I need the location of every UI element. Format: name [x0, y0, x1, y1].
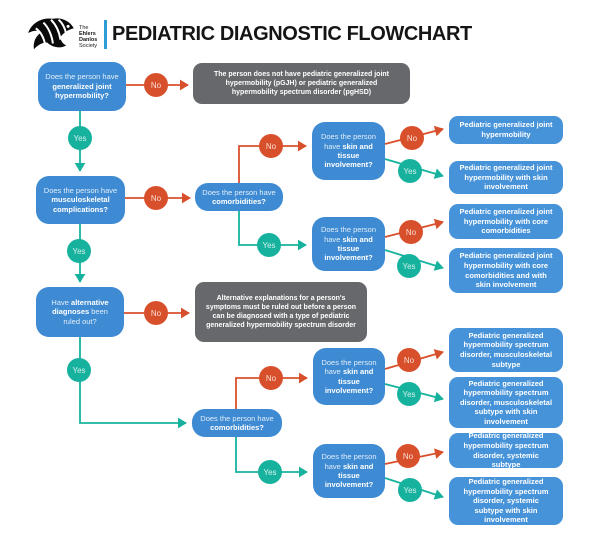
yes-label: Yes [72, 365, 86, 375]
yes-label: Yes [262, 240, 276, 250]
question-text-bold: alternative diagnoses [52, 297, 109, 317]
wire-com1-yes [238, 211, 307, 251]
outcome-pghsd-musculoskeletal-skin: Pediatric generalized hypermobility spec… [449, 377, 563, 428]
question-text-bold: skin and tissue involvement? [324, 461, 374, 490]
question-text: Does the person have [321, 357, 377, 377]
society-line: Danlos [79, 37, 98, 43]
yes-badge-q2: Yes [67, 239, 91, 263]
wire-com2-yes [235, 437, 308, 478]
question-text: Does the person have [45, 72, 119, 82]
wire-q3-yes [79, 337, 187, 429]
question-skin-tissue-2b: Does the person have skin and tissue inv… [313, 444, 385, 498]
question-text: Does the person have [320, 132, 377, 151]
outcome-pgjh: Pediatric generalized joint hypermobilit… [449, 116, 563, 144]
question-text: Does the person have [202, 187, 276, 197]
no-badge-com2: No [259, 366, 283, 390]
no-badge-q1: No [144, 73, 168, 97]
yes-label: Yes [402, 261, 416, 271]
no-badge-q3: No [144, 301, 168, 325]
yes-label: Yes [72, 246, 86, 256]
outcome-text: Pediatric generalized joint hypermobilit… [459, 251, 553, 290]
no-badge-skin1b: No [399, 220, 423, 244]
no-badge-skin2a: No [397, 348, 421, 372]
society-line: Society [79, 43, 98, 49]
outcome-pghsd-systemic: Pediatric generalized hypermobility spec… [449, 431, 563, 470]
yes-badge-skin1b: Yes [397, 254, 421, 278]
no-badge-skin2b: No [396, 444, 420, 468]
outcome-text: Pediatric generalized joint hypermobilit… [459, 120, 553, 139]
question-generalized-joint-hypermobility: Does the person have generalized joint h… [38, 62, 126, 111]
no-badge-q2: No [144, 186, 168, 210]
question-alternative-diagnoses: Have alternative diagnoses been ruled ou… [36, 287, 124, 337]
outcome-text: Pediatric generalized joint hypermobilit… [459, 163, 553, 192]
header-divider [104, 20, 107, 49]
no-badge-com1: No [259, 134, 283, 158]
question-text-bold: generalized joint hypermobility? [52, 81, 112, 101]
no-label: No [265, 141, 277, 151]
no-label: No [402, 451, 414, 461]
outcome-text: Pediatric generalized hypermobility spec… [463, 477, 549, 525]
question-text-bold: musculoskeletal complications? [51, 195, 110, 214]
question-skin-tissue-1a: Does the person have skin and tissue inv… [312, 122, 385, 180]
no-label: No [405, 227, 417, 237]
yes-badge-com2: Yes [258, 460, 282, 484]
question-text-bold: skin and tissue involvement? [324, 367, 374, 395]
question-text: Does the person have [321, 452, 377, 471]
wire-com1-no [238, 140, 307, 183]
outcome-pgjh-core-comorbidities-skin: Pediatric generalized joint hypermobilit… [449, 248, 563, 293]
no-label: No [406, 133, 418, 143]
yes-label: Yes [73, 133, 87, 143]
yes-badge-skin2a: Yes [397, 382, 421, 406]
outcome-text: Pediatric generalized hypermobility spec… [459, 330, 553, 369]
question-text: been ruled out? [63, 307, 108, 326]
outcome-pghsd-systemic-skin: Pediatric generalized hypermobility spec… [449, 477, 563, 525]
question-text-bold: skin and tissue involvement? [324, 234, 373, 263]
question-skin-tissue-1b: Does the person have skin and tissue inv… [312, 217, 385, 271]
yes-badge-q3: Yes [67, 358, 91, 382]
info-not-pgjh-pghsd: The person does not have pediatric gener… [193, 63, 410, 104]
info-alternative-explanations: Alternative explanations for a person's … [195, 282, 367, 342]
question-text: Does the person have [200, 413, 274, 423]
no-label: No [150, 308, 162, 318]
yes-badge-com1: Yes [257, 233, 281, 257]
question-musculoskeletal-complications: Does the person have musculoskeletal com… [36, 176, 125, 224]
outcome-text: Pediatric generalized hypermobility spec… [463, 431, 549, 470]
info-text: Alternative explanations for a person's … [205, 294, 357, 330]
no-badge-skin1a: No [400, 126, 424, 150]
question-text: Does the person have [43, 185, 118, 195]
society-line: The [79, 25, 89, 31]
no-label: No [265, 373, 277, 383]
yes-badge-skin2b: Yes [398, 478, 422, 502]
outcome-pgjh-core-comorbidities: Pediatric generalized joint hypermobilit… [449, 204, 563, 239]
no-label: No [150, 193, 162, 203]
info-text: The person does not have pediatric gener… [213, 70, 390, 97]
yes-badge-skin1a: Yes [398, 159, 422, 183]
society-line: Ehlers [79, 31, 96, 37]
question-comorbidities-2: Does the person have comorbidities? [192, 409, 282, 437]
page-title: PEDIATRIC DIAGNOSTIC FLOWCHART [112, 23, 472, 45]
no-label: No [150, 80, 162, 90]
question-comorbidities-1: Does the person have comorbidities? [195, 183, 283, 211]
yes-badge-q1: Yes [68, 126, 92, 150]
question-text-bold: comorbidities? [212, 197, 266, 206]
question-skin-tissue-2a: Does the person have skin and tissue inv… [313, 348, 385, 405]
question-text: Have [51, 297, 69, 307]
outcome-pgjh-skin: Pediatric generalized joint hypermobilit… [449, 161, 563, 194]
wire-com2-no [235, 372, 308, 409]
question-text-bold: comorbidities? [210, 423, 264, 432]
outcome-text: Pediatric generalized hypermobility spec… [459, 378, 553, 426]
society-wordmark: The Ehlers Danlos Society [79, 25, 97, 49]
outcome-pghsd-musculoskeletal: Pediatric generalized hypermobility spec… [449, 328, 563, 372]
yes-label: Yes [263, 467, 277, 477]
yes-label: Yes [403, 166, 417, 176]
yes-label: Yes [403, 485, 417, 495]
no-label: No [403, 355, 415, 365]
zebra-icon [28, 18, 74, 50]
question-text-bold: skin and tissue involvement? [324, 141, 373, 170]
outcome-text: Pediatric generalized joint hypermobilit… [459, 207, 553, 236]
yes-label: Yes [402, 389, 416, 399]
question-text: Does the person have [320, 225, 377, 244]
